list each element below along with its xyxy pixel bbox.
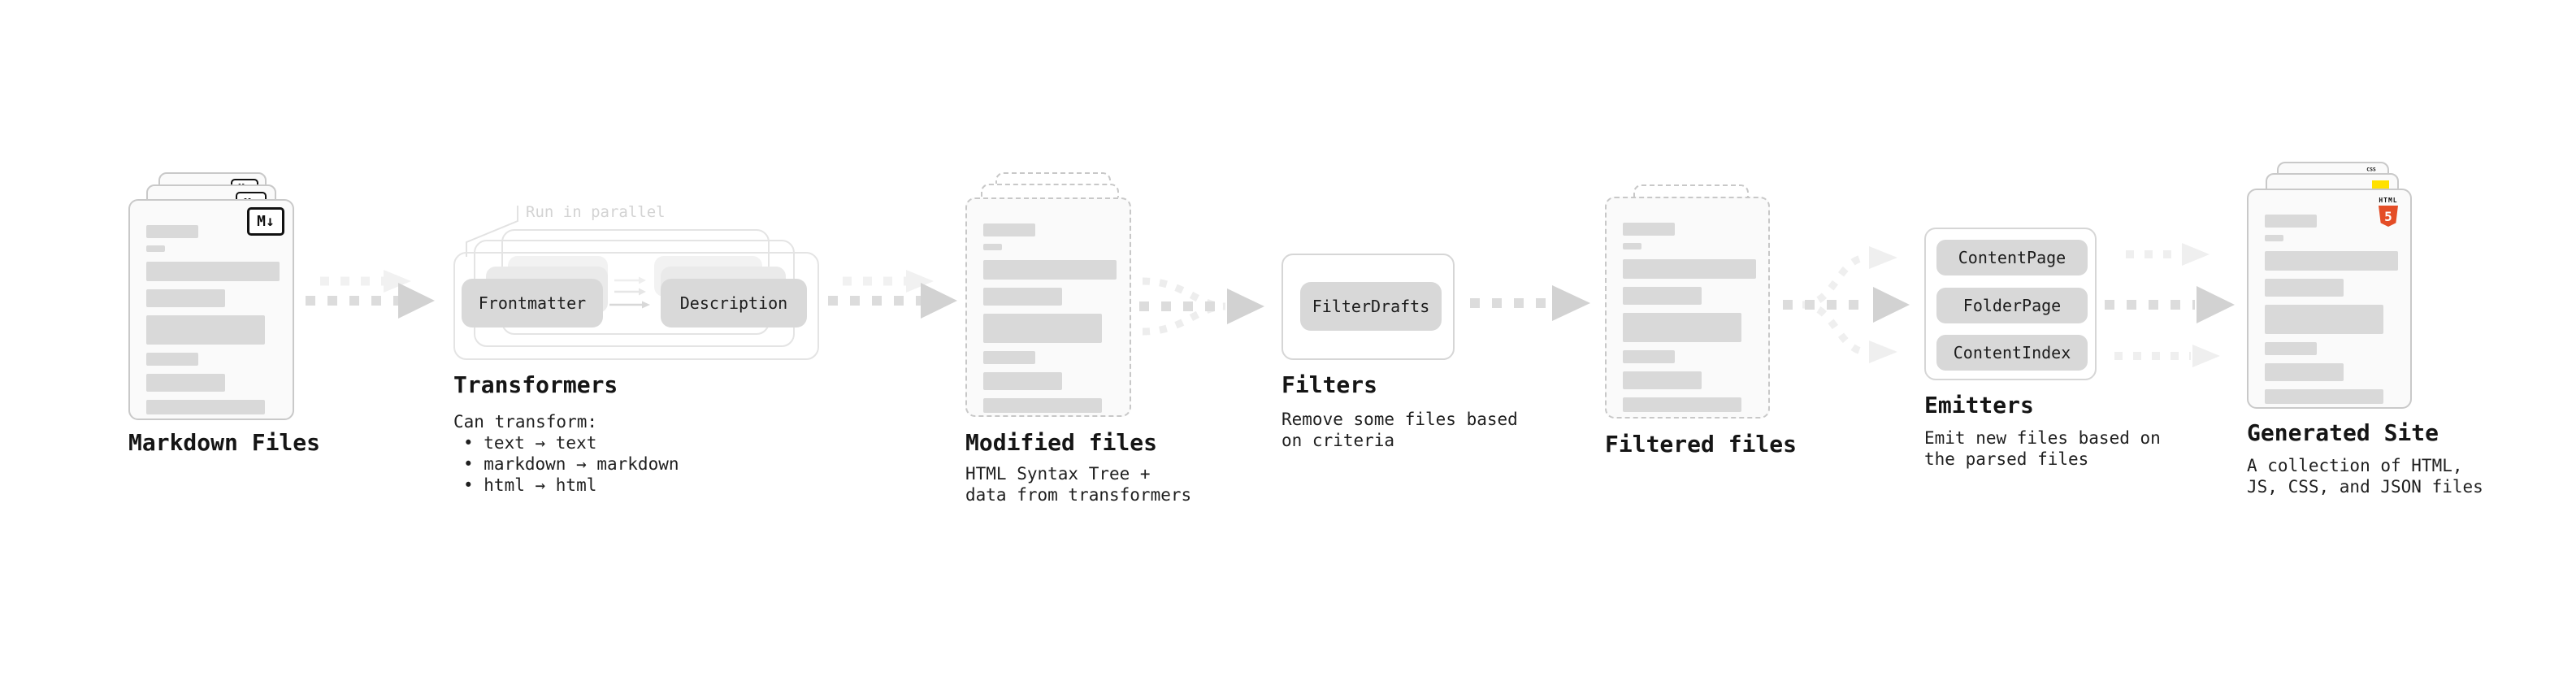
modified-files-description: HTML Syntax Tree + data from transformer… [965, 464, 1192, 505]
markdown-file-card-front: M↓ [128, 199, 294, 420]
placeholder-bar [1623, 259, 1756, 279]
arrow-transformers-to-modified [828, 270, 957, 319]
filtered-file-card-front [1605, 197, 1770, 419]
folderpage-chip-label: FolderPage [1962, 296, 2062, 315]
modified-file-card-front [965, 197, 1131, 417]
filters-label: Filters [1281, 371, 1378, 398]
placeholder-bar [1623, 371, 1702, 389]
placeholder-bar [146, 262, 280, 281]
run-in-parallel-note: Run in parallel [526, 203, 666, 221]
html5-icon-word: HTML [2379, 197, 2398, 204]
placeholder-bar [146, 315, 265, 345]
placeholder-bar [1623, 223, 1675, 236]
emitters-box: ContentPage FolderPage ContentIndex [1924, 228, 2097, 380]
placeholder-bar [983, 288, 1062, 306]
contentindex-chip: ContentIndex [1936, 335, 2088, 371]
placeholder-bar [146, 289, 225, 307]
transformers-description: Can transform: • text → text • markdown … [453, 411, 679, 496]
frontmatter-chip-label: Frontmatter [478, 293, 587, 313]
transform-bullet: • text → text [463, 433, 597, 453]
description-chip-label: Description [679, 293, 788, 313]
html5-icon-shield: 5 [2379, 206, 2398, 227]
placeholder-bar [983, 260, 1117, 280]
placeholder-bar [2265, 235, 2283, 241]
transform-bullet: • markdown → markdown [463, 454, 679, 474]
placeholder-bar [983, 398, 1102, 413]
contentpage-chip-label: ContentPage [1958, 248, 2066, 267]
placeholder-bar [2265, 389, 2383, 404]
filters-box: FilterDrafts [1281, 254, 1455, 360]
parallel-step-arrows [609, 276, 650, 309]
modified-files-label: Modified files [965, 429, 1158, 456]
arrow-emitters-to-generated [2105, 243, 2235, 367]
placeholder-bar [1623, 243, 1641, 249]
filterdrafts-chip: FilterDrafts [1300, 282, 1442, 331]
placeholder-bar [2265, 363, 2344, 381]
description-chip: Description [661, 279, 807, 327]
markdown-icon: M↓ [247, 207, 284, 236]
filters-description: Remove some files based on criteria [1281, 410, 1518, 450]
placeholder-bar [2265, 305, 2383, 334]
transform-bullet: • html → html [463, 475, 597, 495]
file-content-placeholder [2265, 215, 2398, 404]
js-icon [2372, 180, 2389, 191]
file-content-placeholder [1623, 223, 1756, 412]
css3-icon-text: CSS [2366, 167, 2376, 173]
file-content-placeholder [983, 223, 1117, 413]
placeholder-bar [1623, 287, 1702, 305]
emitters-description: Emit new files based on the parsed files [1924, 428, 2161, 469]
arrow-markdown-to-transformers [306, 270, 435, 319]
placeholder-bar [2265, 215, 2317, 228]
placeholder-bar [983, 372, 1062, 390]
placeholder-bar [983, 314, 1102, 343]
generated-site-description: A collection of HTML, JS, CSS, and JSON … [2247, 456, 2483, 497]
placeholder-bar [2265, 279, 2344, 297]
placeholder-bar [983, 351, 1035, 364]
folderpage-chip: FolderPage [1936, 288, 2088, 323]
placeholder-bar [983, 223, 1035, 236]
can-transform-title: Can transform: [453, 412, 598, 432]
placeholder-bar [1623, 313, 1741, 342]
generated-file-card-front: HTML 5 [2247, 189, 2412, 409]
transformer-layer-front [453, 252, 819, 360]
placeholder-bar [2265, 251, 2398, 271]
generated-site-label: Generated Site [2247, 419, 2439, 446]
placeholder-bar [1623, 350, 1675, 363]
frontmatter-chip: Frontmatter [462, 279, 603, 327]
html5-icon-number: 5 [2384, 208, 2392, 224]
file-content-placeholder [146, 225, 280, 414]
placeholder-bar [146, 374, 225, 392]
filtered-files-label: Filtered files [1605, 431, 1798, 458]
placeholder-bar [983, 244, 1002, 250]
arrow-filtered-to-emitters [1783, 246, 1910, 363]
markdown-files-label: Markdown Files [128, 429, 321, 456]
emitters-label: Emitters [1924, 392, 2034, 419]
placeholder-bar [2265, 342, 2317, 355]
note-leader-line [466, 206, 518, 257]
html5-icon: HTML 5 [2378, 197, 2399, 227]
contentpage-chip: ContentPage [1936, 240, 2088, 275]
markdown-icon-text: M↓ [257, 213, 275, 230]
placeholder-bar [146, 225, 198, 238]
placeholder-bar [146, 245, 165, 252]
arrow-filters-to-filtered [1470, 285, 1590, 321]
arrow-modified-to-filters [1139, 277, 1264, 336]
placeholder-bar [146, 353, 198, 366]
placeholder-bar [1623, 397, 1741, 412]
filterdrafts-chip-label: FilterDrafts [1312, 297, 1430, 316]
contentindex-chip-label: ContentIndex [1953, 343, 2071, 362]
placeholder-bar [146, 400, 265, 414]
transformers-label: Transformers [453, 371, 618, 398]
